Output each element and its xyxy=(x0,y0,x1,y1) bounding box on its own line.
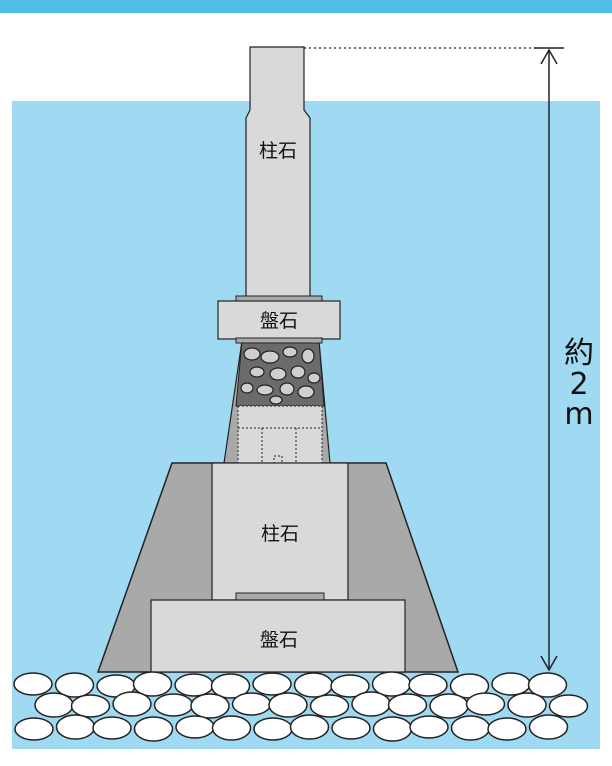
height-arrow-bottom xyxy=(540,655,558,672)
lower-pillar xyxy=(211,462,349,601)
height-label-line3: m xyxy=(564,397,593,432)
rubble-stone xyxy=(132,671,173,697)
rubble-stone xyxy=(211,715,252,741)
rubble-stone xyxy=(293,672,334,698)
rubble-stone xyxy=(465,692,506,716)
rubble-foundation xyxy=(13,671,589,742)
rubble-stone xyxy=(372,716,413,742)
rubble-stone xyxy=(309,694,350,718)
rubble-stone xyxy=(153,693,194,717)
upper-base-slab xyxy=(217,300,341,340)
height-label-line1: 約 xyxy=(564,336,594,371)
rubble-stone xyxy=(55,714,96,740)
rubble-stone xyxy=(14,717,54,741)
rubble-stone xyxy=(252,672,292,696)
rubble-stone xyxy=(112,691,152,717)
rubble-stone xyxy=(175,715,215,739)
rubble-stone xyxy=(408,673,448,697)
upper-base-label: 盤石 xyxy=(260,310,298,332)
rubble-stone xyxy=(70,694,111,718)
rubble-stone xyxy=(190,693,230,719)
rubble-stone xyxy=(429,693,469,719)
rubble-stone xyxy=(331,716,371,740)
rubble-stone xyxy=(528,714,569,740)
rubble-stone xyxy=(34,692,74,718)
rubble-stone xyxy=(507,692,547,718)
dotted-inner-box xyxy=(237,405,323,464)
rubble-stone xyxy=(548,694,589,718)
rubble-stone xyxy=(387,693,428,717)
upper-pillar xyxy=(245,46,311,301)
lower-base-label: 盤石 xyxy=(260,629,298,651)
rubble-stone xyxy=(330,674,370,698)
rubble-stone xyxy=(450,715,491,741)
upper-pillar-label: 柱石 xyxy=(259,140,297,162)
rubble-stone xyxy=(13,672,53,696)
rubble-stone xyxy=(210,673,251,699)
cobble-stones xyxy=(240,346,321,405)
rubble-stone xyxy=(133,716,174,742)
rubble-stone xyxy=(253,717,293,741)
upper-base-bottom xyxy=(235,337,323,344)
rubble-stone xyxy=(231,692,272,716)
rubble-stone xyxy=(289,714,330,740)
rubble-stone xyxy=(487,717,527,741)
lower-pillar-step xyxy=(235,592,325,601)
rubble-stone xyxy=(174,673,214,697)
height-arrow-top xyxy=(540,48,558,65)
rubble-stone xyxy=(351,691,391,717)
top-band xyxy=(0,0,612,13)
lower-pillar-label: 柱石 xyxy=(261,523,299,545)
rubble-stone xyxy=(527,672,568,698)
rubble-stone xyxy=(92,716,132,740)
rubble-stone xyxy=(268,692,308,718)
height-label-line2: 2 xyxy=(569,367,588,402)
lower-base-slab xyxy=(150,599,406,673)
rubble-stone xyxy=(54,672,95,698)
rubble-stone xyxy=(491,672,531,696)
rubble-stone xyxy=(409,715,449,739)
